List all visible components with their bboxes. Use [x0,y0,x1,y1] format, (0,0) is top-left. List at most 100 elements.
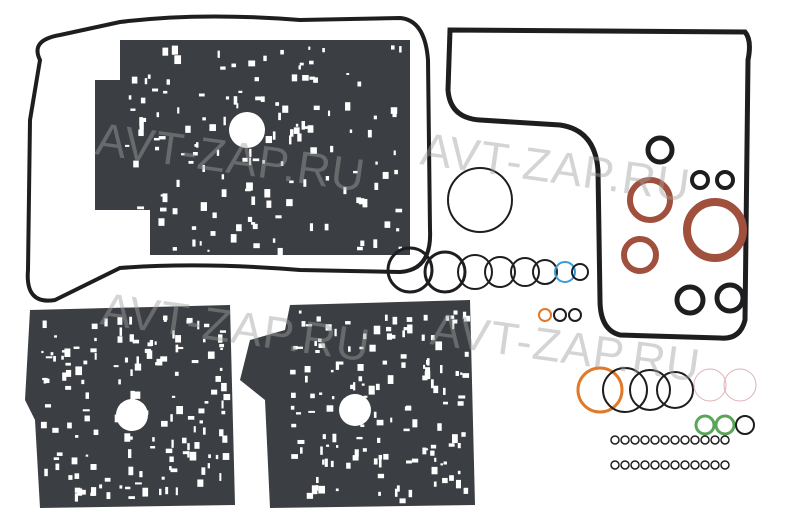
plate-hole [254,77,259,82]
plate-hole [262,159,265,164]
plate-hole [378,454,383,460]
plate-hole [406,460,412,464]
plate-hole [201,467,206,475]
small-o-ring [640,435,650,445]
plate-hole [158,218,165,226]
plate-hole [373,458,378,465]
plate-hole [327,110,331,117]
plate-hole [147,74,151,79]
small-o-ring [650,435,660,445]
plate-hole [350,384,355,390]
plate-hole [453,310,458,315]
plate-hole [128,95,132,100]
plate-hole [423,314,428,321]
plate-hole [161,476,165,480]
o-ring [656,371,694,409]
plate-hole [118,379,121,385]
plate-hole [330,369,334,373]
plate-hole [401,362,406,368]
plate-hole [387,375,394,384]
plate-hole [290,369,296,375]
plate-hole [221,174,225,180]
o-ring [447,167,513,233]
plate-hole [192,239,196,247]
plate-hole [384,221,391,228]
plate-hole [306,492,314,499]
plate-hole [134,482,142,485]
plate-hole [147,342,152,347]
plate-hole [221,410,226,415]
plate-hole [394,169,398,175]
o-ring [694,414,716,436]
plate-hole [165,448,173,454]
plate-hole [182,451,189,455]
plate-hole [298,310,302,314]
plate-hole [302,126,309,129]
plate-hole [82,409,90,412]
plate-hole [325,176,330,181]
plate-hole [54,335,58,338]
plate-hole [202,338,206,343]
plate-hole [308,46,311,50]
plate-hole [128,449,132,459]
plate-hole [185,125,191,133]
plate-hole [248,60,256,67]
plate-hole [435,341,443,351]
small-o-ring [660,435,670,445]
plate-hole [172,330,175,339]
plate-hole [44,378,50,384]
plate-hole [166,79,170,85]
small-o-ring [680,435,690,445]
plate-hole [162,47,169,56]
plate-hole [356,436,363,440]
plate-hole [165,486,169,495]
plate-hole [182,437,187,444]
plate-hole [91,323,98,330]
plate-hole [197,320,200,330]
plate-hole [162,193,168,203]
plate-hole [393,150,396,156]
plate-hole [461,432,466,437]
plate-hole [134,363,142,371]
o-ring [723,368,757,402]
plate-hole [398,246,402,250]
o-ring [571,263,589,281]
plate-hole [315,350,320,354]
plate-hole [430,335,435,341]
plate-hole [434,457,437,462]
plate-hole [360,424,365,427]
plate-hole [443,401,448,405]
plate-hole [310,147,317,155]
plate-hole [204,401,209,404]
plate-hole [193,426,196,433]
plate-hole [44,404,52,408]
plate-hole [359,346,364,350]
plate-hole [464,351,469,357]
o-ring [602,367,648,413]
plate-hole [220,66,226,70]
plate-hole [363,395,368,398]
plate-hole [345,102,351,111]
plate-hole [93,429,99,436]
plate-hole [290,405,295,410]
plate-hole [310,393,315,399]
plate-hole [378,491,381,496]
plate-hole [52,427,59,433]
plate-hole [81,379,85,385]
plate-hole [358,376,363,382]
plate-hole [119,485,123,489]
plate-hole [334,328,337,337]
plate-hole [199,241,202,246]
o-ring [532,259,558,285]
plate-hole [194,144,197,147]
plate-hole [374,182,379,190]
plate-hole [313,77,318,83]
plate-hole [62,372,67,381]
plate-hole [238,90,243,93]
plate-hole [188,160,194,164]
plate-hole [211,389,218,395]
plate-hole [202,427,206,435]
plate-hole [330,145,334,153]
plate-hole [437,423,442,431]
plate-hole [249,157,252,166]
